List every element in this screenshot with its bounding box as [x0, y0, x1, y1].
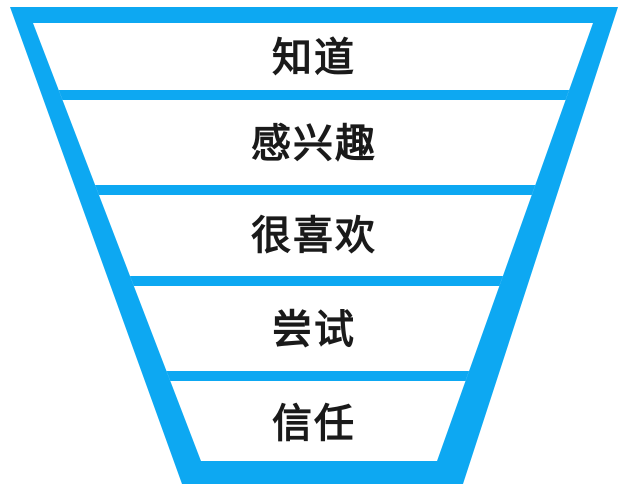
- funnel-level-3: 很喜欢: [251, 213, 377, 259]
- funnel-level-2: 感兴趣: [251, 121, 377, 167]
- funnel-inner-area: [33, 23, 593, 461]
- level-separators: [33, 90, 593, 381]
- funnel-level-4: 尝试: [272, 307, 356, 353]
- separator-2: [33, 185, 593, 195]
- level-label-know: 知道: [272, 35, 356, 81]
- funnel-level-5: 信任: [272, 401, 356, 447]
- funnel-level-1: 知道: [272, 35, 356, 81]
- separator-3: [33, 276, 593, 286]
- level-label-try: 尝试: [272, 307, 356, 353]
- level-label-like: 很喜欢: [251, 213, 377, 259]
- level-label-interested: 感兴趣: [251, 121, 377, 167]
- separator-1: [33, 90, 593, 100]
- separator-4: [33, 371, 593, 381]
- level-label-trust: 信任: [272, 401, 356, 447]
